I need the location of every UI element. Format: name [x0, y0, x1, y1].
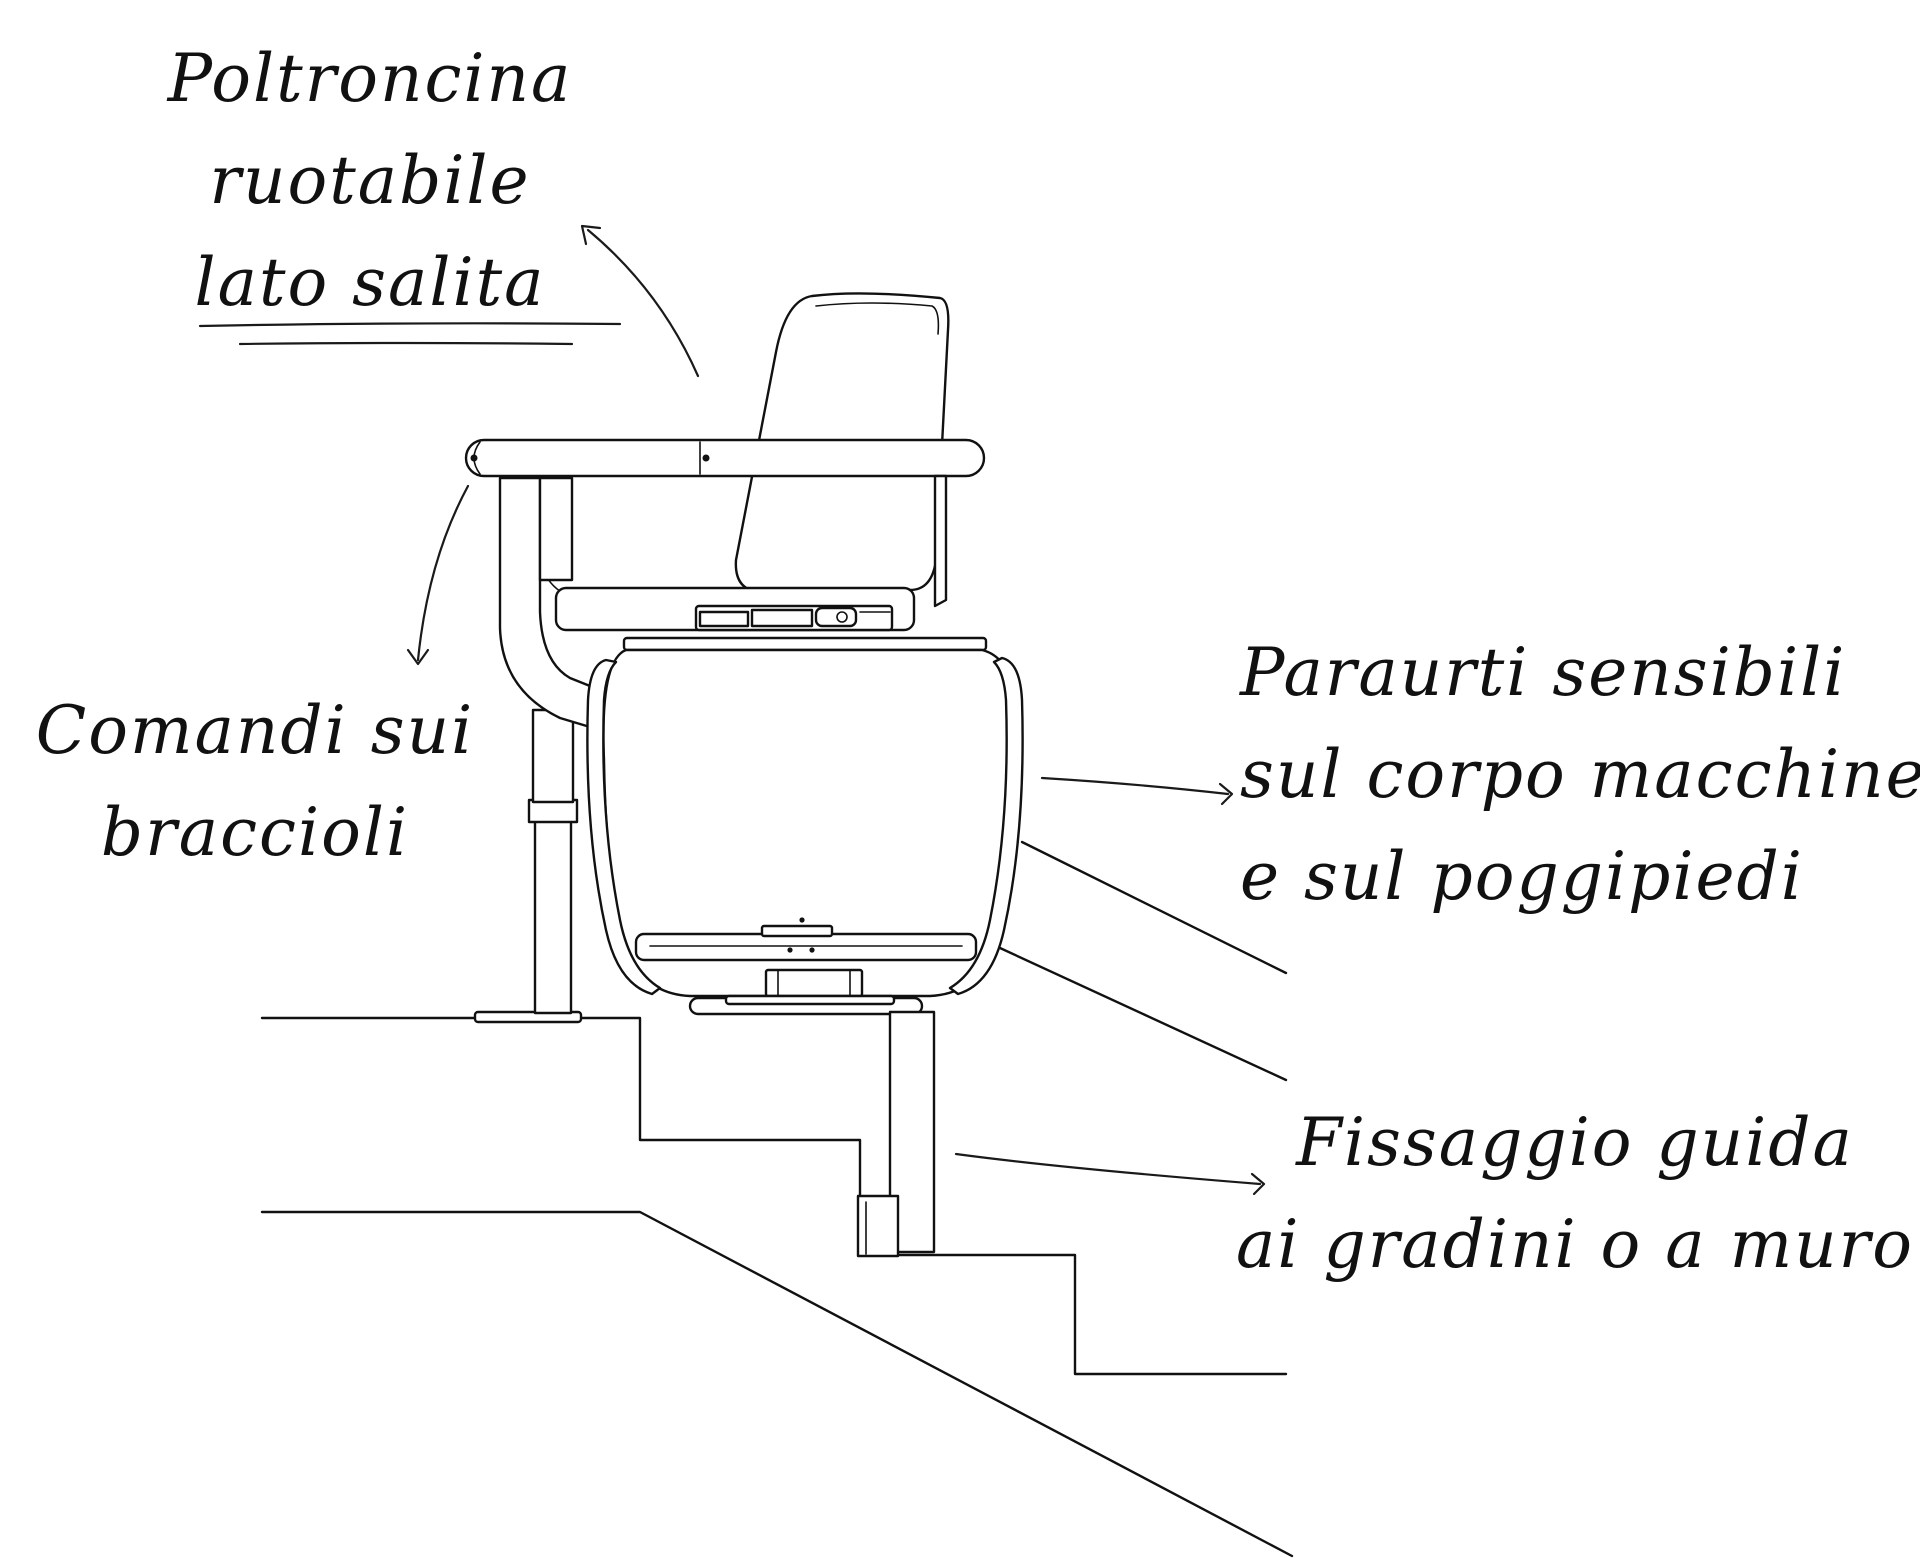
label-controls-line-2: braccioli — [100, 794, 410, 871]
label-seat-line-3: lato salita — [194, 244, 546, 321]
label-bumpers-line-2: sul corpo macchine — [1240, 736, 1920, 813]
rail-arrow — [954, 1152, 1262, 1186]
rail-line-upper — [1020, 840, 1288, 975]
bumpers-arrow — [1040, 776, 1230, 796]
label-seat-line-2: ruotabile — [209, 142, 531, 219]
seat-column — [473, 476, 602, 1024]
rail-line-lower — [998, 946, 1288, 1082]
carriage — [688, 968, 924, 1016]
label-seat: Poltroncina ruotabile lato salita — [150, 28, 590, 334]
bumper-right — [948, 656, 1024, 996]
footrest-panel — [760, 924, 834, 938]
seat-rotation-mechanism — [694, 604, 894, 632]
column-lower-tube — [533, 798, 573, 1015]
armrest-bar — [464, 438, 986, 478]
controls-arrow — [416, 484, 470, 662]
label-seat-line-1: Poltroncina — [167, 40, 573, 117]
stair-upper-profile — [260, 1016, 1288, 1376]
column-upper-tube — [531, 708, 575, 804]
rail-support-post — [856, 1010, 936, 1258]
body-top-plate — [622, 636, 988, 652]
column-base-plate — [473, 1010, 583, 1024]
label-controls-line-1: Comandi sui — [35, 692, 475, 769]
label-bumpers-line-1: Paraurti sensibili — [1240, 634, 1847, 711]
column-collar — [527, 798, 579, 824]
label-bumpers-line-3: e sul poggipiedi — [1240, 838, 1804, 915]
label-rail-line-1: Fissaggio guida — [1296, 1104, 1854, 1181]
label-rail: Fissaggio guida ai gradini o a muro — [1230, 1092, 1920, 1296]
footrest — [634, 932, 978, 962]
seat-label-underline-1 — [198, 322, 622, 328]
label-rail-line-2: ai gradini o a muro — [1236, 1206, 1914, 1283]
armrest — [464, 438, 986, 608]
annotations — [198, 224, 1266, 1196]
label-bumpers: Paraurti sensibili sul corpo macchine e … — [1240, 622, 1920, 928]
machine-body — [586, 636, 1024, 1016]
backrest-inner-edge — [815, 302, 940, 335]
armrest-post — [538, 476, 574, 582]
bumper-left — [586, 658, 662, 996]
armrest-screw-left — [470, 454, 478, 462]
armrest-rear-support — [933, 474, 948, 608]
stair-stringer — [260, 1210, 1294, 1558]
rail-post-foot — [856, 1194, 900, 1258]
seat-label-underline-2 — [238, 341, 574, 346]
label-controls: Comandi sui braccioli — [20, 680, 490, 884]
armrest-screw-mid — [702, 454, 710, 462]
seat-arrow — [586, 228, 700, 378]
